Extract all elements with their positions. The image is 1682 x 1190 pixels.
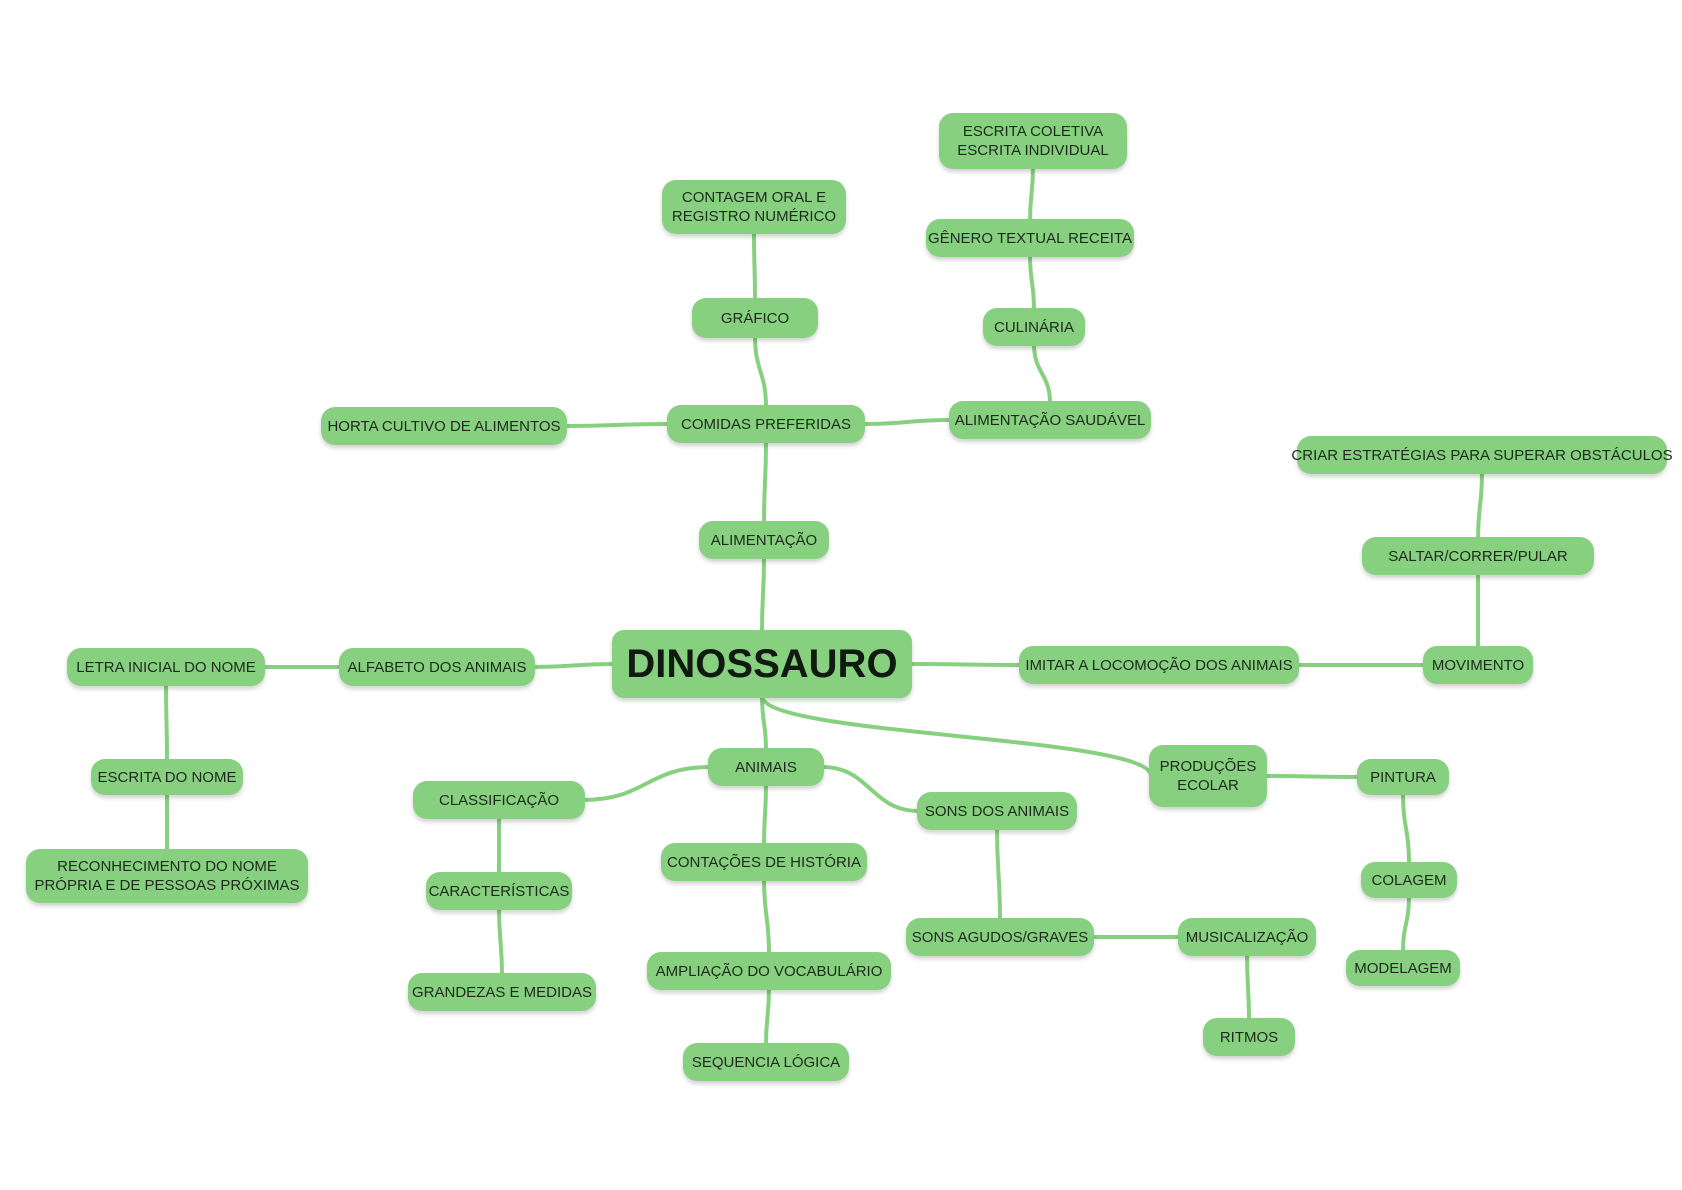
node-horta[interactable]: HORTA CULTIVO DE ALIMENTOS bbox=[321, 407, 567, 445]
node-caracteristicas[interactable]: CARACTERÍSTICAS bbox=[426, 872, 572, 910]
connector-animais-classificacao bbox=[581, 765, 712, 802]
connector-pintura-colagem bbox=[1401, 791, 1411, 866]
node-criar[interactable]: CRIAR ESTRATÉGIAS PARA SUPERAR OBSTÁCULO… bbox=[1291, 436, 1673, 474]
node-letra-inicial[interactable]: LETRA INICIAL DO NOME bbox=[67, 648, 265, 686]
connector-grafico-contagem bbox=[752, 230, 757, 302]
connector-alimentacao_saudavel-culinaria bbox=[1032, 342, 1052, 405]
node-contacoes[interactable]: CONTAÇÕES DE HISTÓRIA bbox=[661, 843, 867, 881]
node-animais[interactable]: ANIMAIS bbox=[708, 748, 824, 786]
connector-producoes-pintura bbox=[1263, 774, 1361, 779]
node-alimentacao[interactable]: ALIMENTAÇÃO bbox=[699, 521, 829, 559]
node-sons-animais[interactable]: SONS DOS ANIMAIS bbox=[917, 792, 1077, 830]
node-grandezas[interactable]: GRANDEZAS E MEDIDAS bbox=[408, 973, 596, 1011]
node-sons-agudos[interactable]: SONS AGUDOS/GRAVES bbox=[906, 918, 1094, 956]
connector-alimentacao-comidas_preferidas bbox=[762, 439, 768, 525]
node-movimento[interactable]: MOVIMENTO bbox=[1423, 646, 1533, 684]
node-escrita-nome[interactable]: ESCRITA DO NOME bbox=[91, 759, 243, 795]
connector-root-alimentacao bbox=[760, 555, 766, 634]
node-alimentacao-saudavel[interactable]: ALIMENTAÇÃO SAUDÁVEL bbox=[949, 401, 1151, 439]
node-comidas-preferidas[interactable]: COMIDAS PREFERIDAS bbox=[667, 405, 865, 443]
node-grafico[interactable]: GRÁFICO bbox=[692, 298, 818, 338]
connector-genero_receita-escrita_coletiva bbox=[1028, 165, 1035, 223]
connector-caracteristicas-grandezas bbox=[497, 906, 504, 977]
node-sequencia[interactable]: SEQUENCIA LÓGICA bbox=[683, 1043, 849, 1081]
connector-comidas_preferidas-grafico bbox=[753, 334, 768, 409]
connector-saltar-criar bbox=[1476, 470, 1484, 541]
connector-root-producoes bbox=[760, 694, 1153, 778]
connector-animais-contacoes bbox=[762, 782, 768, 847]
node-ampliacao[interactable]: AMPLIAÇÃO DO VOCABULÁRIO bbox=[647, 952, 891, 990]
node-ritmos[interactable]: RITMOS bbox=[1203, 1018, 1295, 1056]
node-genero-receita[interactable]: GÊNERO TEXTUAL RECEITA bbox=[926, 219, 1134, 257]
connector-colagem-modelagem bbox=[1401, 894, 1411, 954]
node-culinaria[interactable]: CULINÁRIA bbox=[983, 308, 1085, 346]
connector-comidas_preferidas-alimentacao_saudavel bbox=[861, 418, 953, 426]
node-colagem[interactable]: COLAGEM bbox=[1361, 862, 1457, 898]
node-pintura[interactable]: PINTURA bbox=[1357, 759, 1449, 795]
node-modelagem[interactable]: MODELAGEM bbox=[1346, 950, 1460, 986]
connector-animais-sons_animais bbox=[820, 765, 921, 813]
node-imitar[interactable]: IMITAR A LOCOMOÇÃO DOS ANIMAIS bbox=[1019, 646, 1299, 684]
connector-root-animais bbox=[760, 694, 768, 752]
connector-letra_inicial-escrita_nome bbox=[164, 682, 169, 763]
node-root[interactable]: DINOSSAURO bbox=[612, 630, 912, 698]
node-alfabeto[interactable]: ALFABETO DOS ANIMAIS bbox=[339, 648, 535, 686]
node-saltar[interactable]: SALTAR/CORRER/PULAR bbox=[1362, 537, 1594, 575]
connector-root-alfabeto bbox=[531, 662, 616, 669]
node-classificacao[interactable]: CLASSIFICAÇÃO bbox=[413, 781, 585, 819]
connector-root-imitar bbox=[908, 662, 1023, 667]
connector-sons_animais-sons_agudos bbox=[995, 826, 1002, 922]
connector-contacoes-ampliacao bbox=[762, 877, 771, 956]
connector-musicalizacao-ritmos bbox=[1245, 952, 1251, 1022]
connector-comidas_preferidas-horta bbox=[563, 422, 671, 428]
node-musicalizacao[interactable]: MUSICALIZAÇÃO bbox=[1178, 918, 1316, 956]
connector-culinaria-genero_receita bbox=[1028, 253, 1036, 312]
connector-ampliacao-sequencia bbox=[764, 986, 771, 1047]
